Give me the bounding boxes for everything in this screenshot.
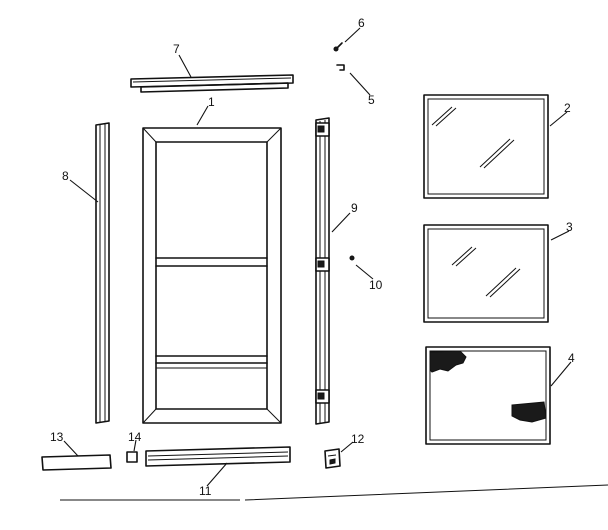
label-part-3: 3 [566,220,573,234]
label-part-2: 2 [564,101,571,115]
part-number-labels: 1 2 3 4 5 6 7 8 9 10 11 12 13 14 [50,16,575,498]
label-part-6: 6 [358,16,365,30]
label-part-14: 14 [128,430,142,444]
top-rail-part [130,74,294,93]
hinge-side-rail-part [315,117,330,425]
base-line [60,484,608,501]
bottom-sweep-part [41,454,112,471]
screen-panel-part [425,346,551,445]
door-frame-part [142,127,282,424]
callout-leaders [63,27,572,487]
latch-block-part [324,448,341,469]
glass-panel-upper-part [423,94,549,199]
label-part-4: 4 [568,351,575,365]
label-part-10: 10 [369,278,383,292]
label-part-8: 8 [62,169,69,183]
label-part-11: 11 [199,484,212,498]
label-part-13: 13 [50,430,64,444]
label-part-7: 7 [173,42,180,56]
label-part-9: 9 [351,201,358,215]
glass-panel-middle-part [423,224,549,323]
left-side-rail-part [95,122,110,424]
label-part-12: 12 [351,432,365,446]
screw-part [333,42,343,52]
hinge-screw-part [349,255,355,261]
label-part-1: 1 [208,95,215,109]
clip-part [336,64,345,71]
small-clip-part [126,451,138,463]
bottom-rail-part [145,446,291,467]
label-part-5: 5 [368,93,375,107]
